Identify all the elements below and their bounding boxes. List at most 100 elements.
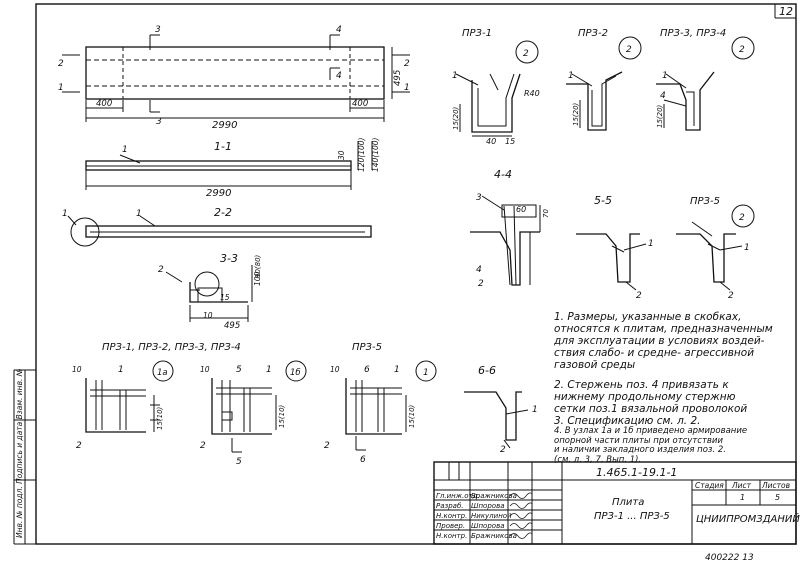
- note-line: ствия слабо- и средне- агрессивной: [554, 347, 755, 359]
- dim-15-10-plan-c: 15(10): [408, 404, 416, 428]
- doc-code: 1.465.1-19.1-1: [596, 466, 677, 479]
- label-section-3-top: 3: [155, 25, 161, 35]
- callout-1-prz2: 1: [568, 71, 574, 81]
- callout-1-s55: 1: [648, 239, 654, 249]
- side-stamp-text: Инв. № подл. Подпись и дата Взам. инв. №: [15, 368, 24, 538]
- title-prz5-section: ПРЗ-5: [690, 196, 720, 207]
- callout-2-plan-a: 2: [76, 441, 82, 451]
- section-5-5: [576, 233, 647, 291]
- organization: ЦНИИПРОМЗДАНИЙ: [696, 512, 800, 525]
- callout-1-s11: 1: [122, 145, 128, 155]
- role-5: Н.контр.: [436, 532, 467, 540]
- title-prz2: ПРЗ-2: [578, 28, 608, 39]
- dim-15-20-prz2: 15(20): [572, 102, 580, 126]
- dim-10-plan-b: 10: [200, 365, 210, 374]
- general-notes: 1. Размеры, указанные в скобках, относят…: [554, 311, 790, 465]
- callout-1-prz5: 1: [744, 243, 750, 253]
- title-section-4-4: 4-4: [494, 168, 512, 181]
- dim-15-s33: 15: [220, 293, 230, 302]
- callout-1-s22-mesh: 1: [136, 209, 142, 219]
- stage-label: Стадия: [695, 481, 724, 490]
- dim-15-10-plan-b: 15(10): [278, 404, 286, 428]
- title-section-6-6: 6-6: [478, 364, 496, 377]
- callout-6-plan-c: 6: [364, 365, 370, 375]
- circle-2-prz34: 2: [739, 45, 745, 55]
- detail-prz34: [656, 36, 755, 131]
- dim-15-20-prz1: 15(20): [452, 106, 460, 130]
- role-3: Н.контр.: [436, 512, 467, 520]
- title-prz34: ПРЗ-3, ПРЗ-4: [660, 28, 726, 39]
- name-1: Бражникова: [471, 492, 517, 500]
- callout-5-plan-bottom: 5: [236, 457, 242, 467]
- note-line: 3. Спецификацию см. л. 2.: [554, 415, 701, 427]
- section-2-2: [67, 215, 372, 247]
- dim-400-right: 400: [352, 99, 368, 109]
- plan-detail-prz1-4-b: [211, 360, 307, 453]
- callout-1-plan-c: 1: [394, 365, 400, 375]
- detail-prz2: [566, 36, 642, 131]
- role-2: Разраб.: [436, 502, 464, 510]
- title-prz1: ПРЗ-1: [462, 28, 492, 39]
- note-line: для эксплуатации в условиях воздей-: [554, 335, 765, 347]
- dim-15-20-prz34: 15(20): [656, 104, 664, 128]
- section-1-1: [85, 141, 373, 190]
- title-plan-prz5: ПРЗ-5: [352, 342, 382, 353]
- circle-1a: 1а: [157, 368, 168, 378]
- note-line: 2. Стержень поз. 4 привязать к: [554, 379, 729, 391]
- dim-10-plan-c: 10: [330, 365, 340, 374]
- callout-1-plan-b: 1: [266, 365, 272, 375]
- callout-2-prz5: 2: [728, 291, 734, 301]
- label-section-4-mid: 4: [336, 71, 342, 81]
- callout-5-plan-b: 5: [236, 365, 242, 375]
- circle-2-prz1: 2: [523, 49, 529, 59]
- dim-90-s33: 90(80): [254, 254, 262, 278]
- section-6-6: [464, 391, 529, 449]
- role-4: Провер.: [436, 522, 465, 530]
- circle-2-prz2: 2: [626, 45, 632, 55]
- title-section-5-5: 5-5: [594, 194, 612, 207]
- title-section-1-1: 1-1: [214, 140, 232, 153]
- note-line: (см. л. 3, 7. Вып. 1).: [554, 454, 642, 465]
- callout-1-s22-node: 1: [62, 209, 68, 219]
- dim-140-100: 140(100): [371, 137, 380, 172]
- dim-r40: R40: [524, 89, 540, 98]
- note-line: 1. Размеры, указанные в скобках,: [554, 311, 742, 323]
- dim-100-s33: 100: [253, 271, 262, 286]
- callout-6-plan-bottom: 6: [360, 455, 366, 465]
- title-section-3-3: 3-3: [220, 252, 238, 265]
- dim-40-prz1: 40: [486, 137, 496, 146]
- dim-70-s44: 70: [542, 209, 550, 218]
- title-section-2-2: 2-2: [214, 206, 232, 219]
- label-section-3-bottom: 3: [156, 117, 162, 127]
- archive-number: 400222 13: [705, 553, 754, 563]
- callout-2-s66: 2: [500, 445, 506, 455]
- callout-2-s33: 2: [158, 265, 164, 275]
- plan-detail-prz1-4-a: [85, 360, 174, 433]
- sheets-label: Листов: [761, 481, 790, 490]
- note-line: газовой среды: [554, 359, 636, 371]
- dim-15-10-plan-a: 15(10): [156, 406, 164, 430]
- name-3: Никулиной: [471, 512, 512, 520]
- section-3-3: [165, 265, 253, 322]
- note-line: сетки поз.1 вязальной проволокой: [554, 403, 748, 415]
- sheets-value: 5: [775, 493, 780, 502]
- label-section-2-left: 2: [58, 59, 64, 69]
- sheet-frame: [35, 3, 797, 545]
- label-section-1-left: 1: [58, 83, 64, 93]
- sheet-label: Лист: [731, 481, 752, 490]
- callout-4-prz34: 4: [660, 91, 666, 101]
- note-line: опорной части плиты при отсутствии: [554, 435, 723, 446]
- dim-120-100: 120(100): [357, 137, 366, 172]
- name-2: Шпорова: [471, 502, 505, 510]
- circle-1: 1: [423, 368, 429, 378]
- dim-30-s11: 30: [337, 150, 346, 160]
- title-plan-prz1-4: ПРЗ-1, ПРЗ-2, ПРЗ-3, ПРЗ-4: [102, 342, 241, 353]
- section-4-4: [470, 195, 541, 286]
- role-1: Гл.инж.отд.: [436, 492, 480, 500]
- label-section-2-right: 2: [404, 59, 410, 69]
- name-4: Шпорова: [471, 522, 505, 530]
- dim-495-plan: 495: [393, 70, 403, 86]
- note-line: относятся к плитам, предназначенным: [554, 323, 773, 335]
- label-section-1-right: 1: [404, 83, 410, 93]
